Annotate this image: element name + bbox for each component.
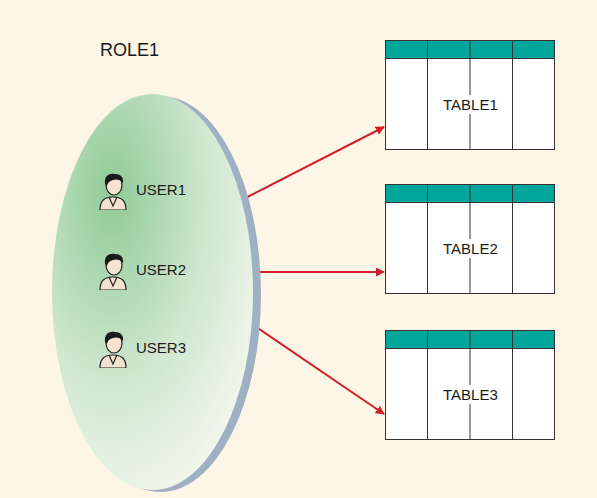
table-box: TABLE2: [385, 184, 555, 294]
user-item: USER3: [96, 328, 191, 368]
person-icon: [96, 170, 130, 210]
user-name: USER2: [136, 261, 186, 278]
table-box: TABLE3: [385, 330, 555, 440]
table-name: TABLE2: [441, 239, 500, 258]
role-name: ROLE1: [100, 40, 159, 61]
ellipse-shape: [50, 92, 255, 492]
role-ellipse: ROLE1USER1USER2USER3: [50, 92, 255, 492]
arrow-connector: [241, 127, 384, 200]
table-name: TABLE3: [441, 385, 500, 404]
user-name: USER1: [136, 181, 186, 198]
user-item: USER2: [96, 250, 191, 290]
table-name: TABLE1: [441, 95, 500, 114]
arrow-connector: [252, 324, 384, 414]
table-box: TABLE1: [385, 40, 555, 150]
user-item: USER1: [96, 170, 191, 210]
person-icon: [96, 250, 130, 290]
arrow-connector: [252, 271, 384, 273]
person-icon: [96, 328, 130, 368]
user-name: USER3: [136, 339, 186, 356]
